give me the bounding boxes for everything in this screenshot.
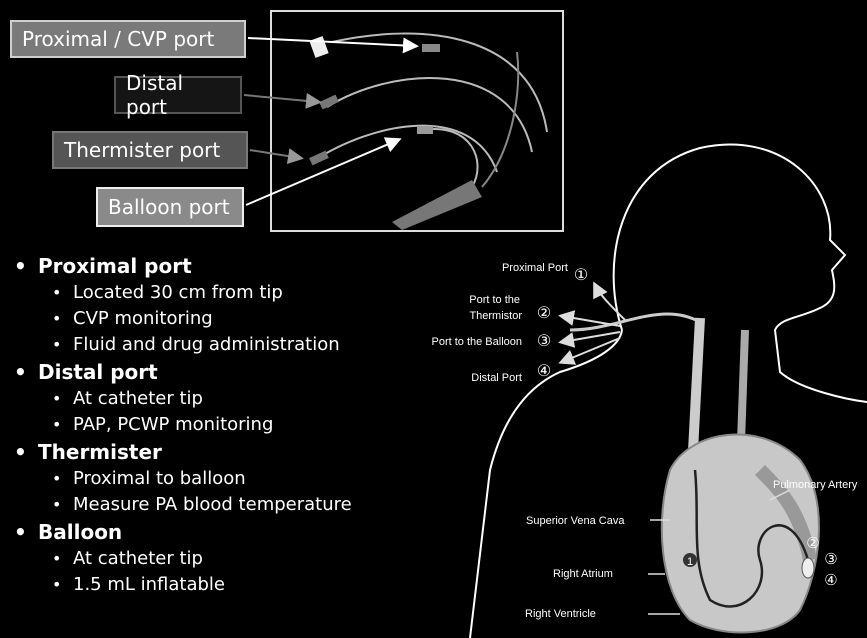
catheter-external — [570, 314, 700, 330]
num-4: ④ — [537, 363, 551, 380]
heart-marker-1: 1 — [687, 556, 693, 568]
thermistor-port-arrow — [562, 316, 620, 326]
svc-label: Superior Vena Cava — [526, 515, 625, 527]
num-2: ② — [537, 305, 551, 322]
proximal-port-arrow — [595, 285, 625, 320]
proximal-port-text: Proximal Port — [502, 262, 568, 274]
balloon-port-arrow — [562, 332, 620, 342]
thermistor-port-text-1: Port to the — [469, 294, 520, 306]
thermistor-port-text-2: Thermistor — [469, 310, 522, 322]
balloon-port-text: Port to the Balloon — [431, 336, 522, 348]
right-ventricle-label: Right Ventricle — [525, 608, 596, 620]
heart-num-3: ③ — [824, 551, 837, 568]
balloon-tip — [802, 558, 814, 578]
pulmonary-artery-label: Pulmonary Artery — [773, 479, 858, 491]
heart-num-4: ④ — [824, 572, 837, 589]
heart-num-2: ② — [806, 535, 819, 552]
num-1: ① — [574, 267, 588, 284]
right-atrium-label: Right Atrium — [553, 568, 613, 580]
distal-port-text: Distal Port — [471, 372, 522, 384]
distal-port-arrow — [562, 338, 620, 362]
num-3: ③ — [537, 333, 551, 350]
